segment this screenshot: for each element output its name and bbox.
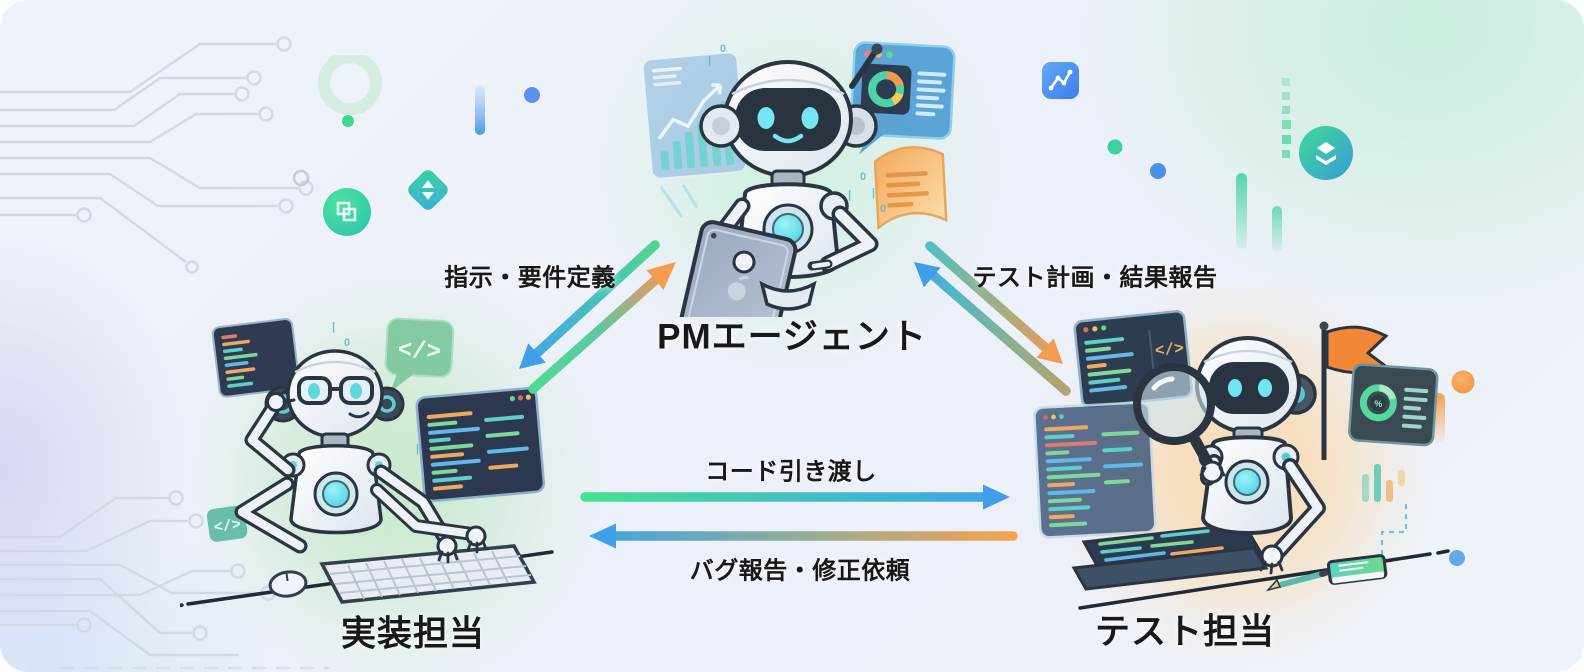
arrowhead-pm-to-impl — [519, 343, 546, 369]
layers-icon — [1299, 126, 1353, 180]
svg-text:|: | — [416, 443, 419, 455]
ring-dot — [292, 169, 310, 187]
svg-text:|: | — [872, 187, 875, 199]
impl-code-monitor — [415, 387, 546, 503]
eye-left — [757, 107, 775, 129]
impl-code-panel-small — [211, 318, 301, 398]
edge-label-testplan-report: テスト計画・結果報告 — [972, 264, 1218, 292]
svg-text:0: 0 — [880, 203, 886, 215]
arrowhead-pm-to-test — [1036, 338, 1063, 364]
orange-dot — [1451, 370, 1475, 394]
svg-text:|: | — [848, 189, 851, 201]
blue-dot — [524, 87, 540, 103]
blue-bar — [475, 85, 485, 135]
test-robot — [1133, 336, 1326, 575]
decor-cluster-top-left — [292, 55, 540, 236]
apple-logo — [727, 282, 746, 301]
arrowhead-test-to-pm — [914, 262, 941, 288]
test-dashboard-panel: % — [1348, 363, 1439, 447]
pm-robot — [677, 43, 883, 317]
dashed-square-column — [1282, 78, 1291, 158]
waist — [759, 280, 817, 311]
edge-label-bug-report-fix-request: バグ報告・修正依頼 — [689, 557, 911, 585]
svg-text:%: % — [1374, 399, 1383, 410]
pm-agent-label: PMエージェント — [657, 317, 927, 357]
teal-bar — [1236, 173, 1247, 249]
arrowhead-impl-to-pm — [646, 262, 676, 290]
test-agent-label: テスト担当 — [1094, 612, 1276, 652]
arrow-test-to-pm — [929, 271, 1071, 396]
sort-diamond-icon — [408, 170, 448, 210]
svg-text:</>: </> — [213, 516, 242, 537]
edge-label-instructions-requirements: 指示・要件定義 — [444, 264, 616, 292]
svg-text:|: | — [332, 321, 335, 333]
svg-text:</>: </> — [397, 338, 442, 367]
antenna — [849, 49, 878, 89]
hand-on-desk — [1259, 544, 1284, 575]
binary-decor: | 0 0 | | 0 — [708, 43, 886, 215]
circuit-traces-bottom-left-icon — [0, 490, 330, 670]
arrow-pm-to-test — [925, 241, 1052, 354]
code-bubble-icon: </> — [384, 317, 455, 393]
pm-ribbon-panel — [873, 146, 948, 231]
arrow-impl-to-pm — [528, 271, 665, 394]
test-code-screen — [1033, 401, 1157, 539]
decor-cluster-top-right — [1042, 62, 1353, 252]
face-visor — [1209, 362, 1289, 414]
eye-left — [308, 383, 320, 399]
eye-left — [1228, 379, 1242, 397]
smile — [348, 411, 370, 419]
eye-right — [350, 383, 362, 399]
svg-text:0: 0 — [344, 337, 350, 349]
svg-text:|: | — [708, 55, 711, 67]
notebook — [1326, 554, 1388, 585]
svg-text:0: 0 — [720, 43, 726, 55]
chest-core — [322, 480, 350, 508]
mini-bar-chart — [1362, 464, 1408, 562]
laptop — [1071, 522, 1269, 591]
smile — [772, 133, 804, 144]
line-chart-app-icon — [1042, 62, 1079, 99]
edge-label-code-handoff: コード引き渡し — [705, 458, 877, 486]
typing-hands — [436, 525, 488, 564]
chest-core — [1233, 468, 1261, 496]
pencil — [1265, 569, 1331, 592]
blur-ring-icon — [318, 55, 382, 115]
arrowhead-impl-to-test — [983, 484, 1010, 510]
eye-right — [801, 107, 819, 129]
eye-right — [1258, 379, 1272, 397]
hand-left — [732, 250, 756, 274]
blue-dot — [1449, 550, 1465, 566]
pointing-finger — [811, 261, 831, 269]
implementation-agent-label: 実装担当 — [340, 614, 486, 654]
arrow-pm-to-impl — [531, 240, 660, 359]
svg-text:</>: </> — [1154, 340, 1185, 361]
pm-dashboard-bubble — [849, 41, 956, 155]
arrowhead-test-to-impl — [589, 523, 616, 549]
teal-bar — [1272, 206, 1282, 252]
magnifier-icon — [1133, 363, 1226, 484]
face-visor — [735, 88, 841, 151]
blue-dot — [1150, 163, 1166, 179]
mouse — [268, 570, 308, 598]
green-dot — [342, 115, 354, 127]
test-agent-illustration: </> — [1033, 310, 1450, 625]
implementation-agent-illustration: </> |01 0|1 |0 </> — [180, 317, 554, 624]
flag-icon — [1319, 321, 1392, 460]
impl-robot — [234, 349, 488, 564]
green-dot — [1107, 139, 1123, 155]
overlapping-squares-icon — [323, 188, 371, 236]
svg-text:0: 0 — [860, 171, 866, 183]
pm-agent-illustration: | 0 0 | | 0 — [638, 37, 956, 317]
